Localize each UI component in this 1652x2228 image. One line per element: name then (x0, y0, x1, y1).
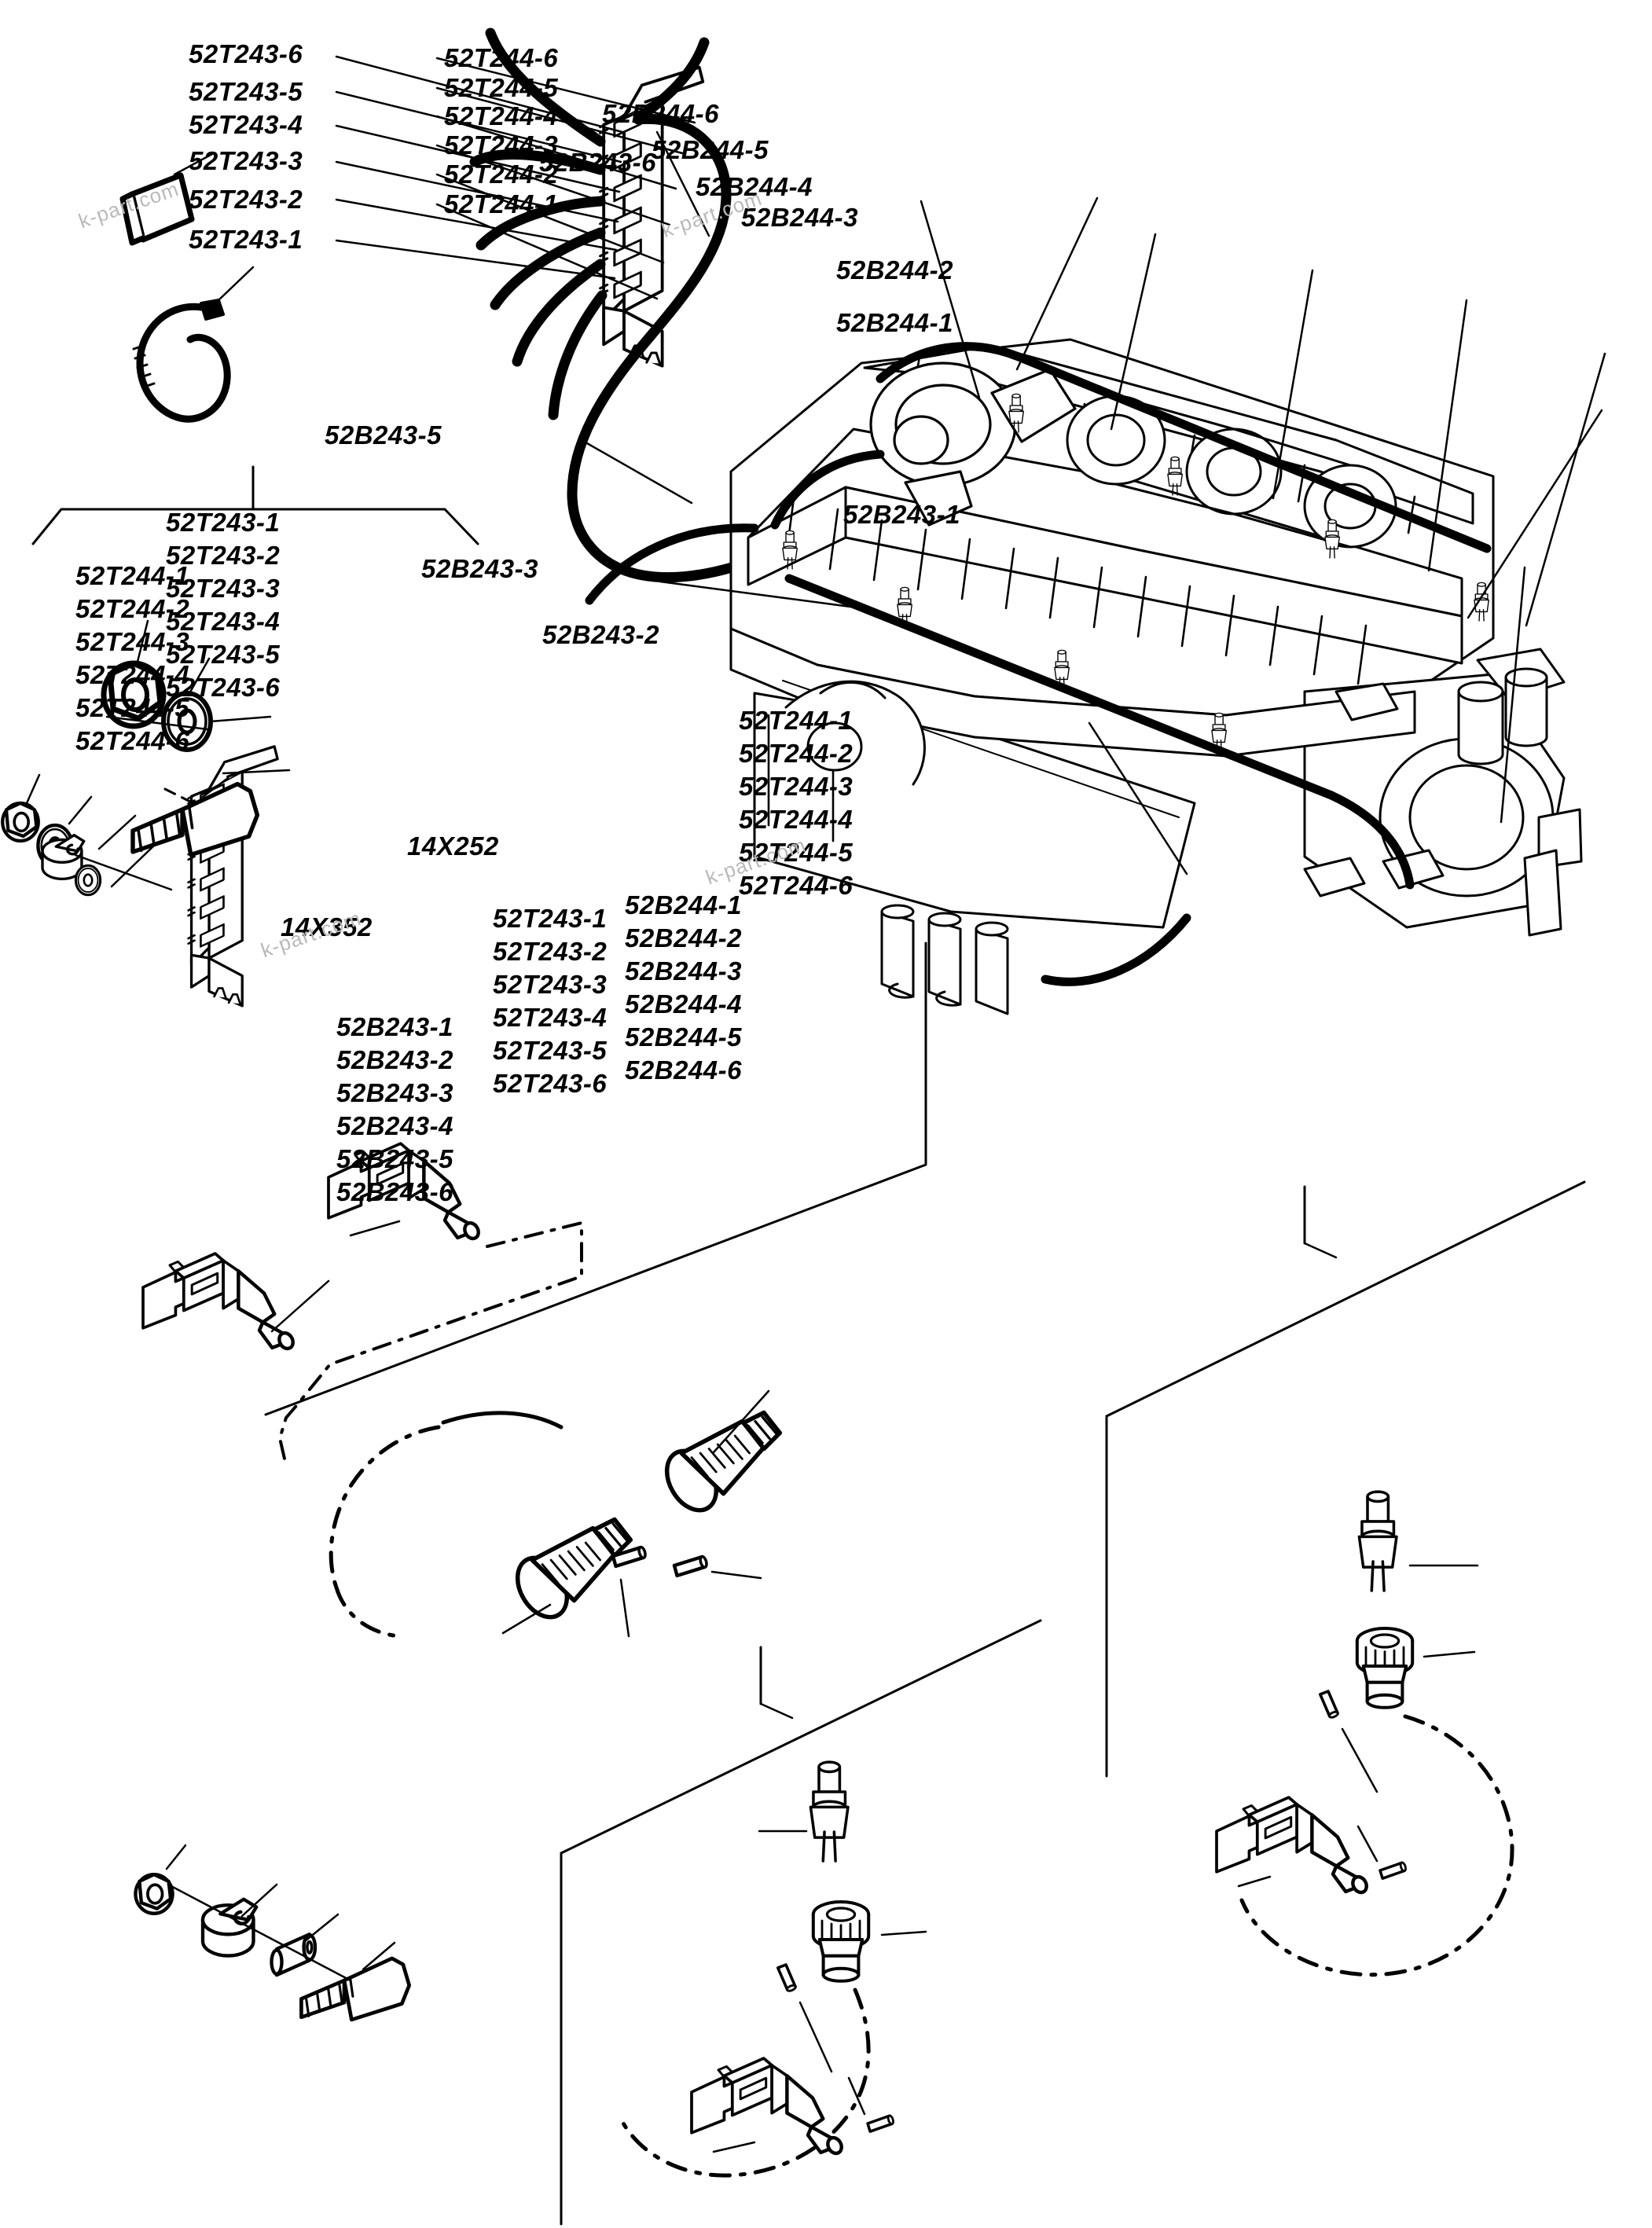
part-label-14x252: 14X252 (407, 831, 499, 861)
part-label: 52B243-3 (421, 554, 538, 583)
part-label: 52T244-1 (739, 706, 854, 735)
part-label: 52T243-1 (166, 508, 281, 537)
clamp-bolt-part (301, 1958, 409, 2020)
part-label: 52B243-3 (336, 1078, 453, 1107)
harness-dashed-bottom-right (1239, 1714, 1514, 1977)
marker-tag-icon (119, 172, 195, 246)
pin-bottom-right (1317, 1689, 1342, 1720)
part-label: 52T244-4 (444, 101, 559, 130)
part-label: 52T243-3 (493, 970, 608, 999)
group-bracket-left (31, 465, 479, 545)
part-label: 52B243-5 (336, 1144, 453, 1173)
part-label: 52T243-2 (166, 541, 281, 570)
plug-connector-bottom-mid (692, 2058, 844, 2156)
engine-harness-cable (585, 342, 1492, 986)
part-label: 52T243-5 (189, 77, 303, 106)
part-label: 52T244-1 (75, 561, 190, 590)
part-label: 52T244-2 (739, 739, 854, 768)
second-washer-part (74, 864, 102, 897)
label-stack-bottom-right-244b: 52B244-1 52B244-2 52B244-3 52B244-4 52B2… (625, 892, 742, 1090)
plug-connector-bottom-right (1217, 1797, 1369, 1895)
small-hexnut-part (2, 803, 39, 841)
sleeve-bottom-mid (865, 2111, 897, 2136)
label-stack-bottom-mid-243b: 52B243-1 52B243-2 52B243-3 52B243-4 52B2… (336, 1014, 453, 1212)
sensor-upper-bottom-mid (809, 1760, 850, 1863)
part-label: 52T244-6 (739, 871, 854, 900)
part-label: 52B243-5 (325, 420, 442, 450)
part-label: 52T244-6 (75, 726, 190, 755)
part-label: 52B244-5 (625, 1022, 742, 1052)
part-label: 52T243-3 (166, 574, 281, 603)
nut-fitting-bottom-mid (813, 1902, 868, 1981)
clamp-nut-part (135, 1874, 172, 1914)
contact-sleeve (673, 1552, 709, 1580)
part-label: 52B244-4 (625, 989, 742, 1019)
group-bracket-bottom-right (1105, 1180, 1586, 1778)
part-label: 52T243-5 (166, 640, 281, 669)
part-label: 52B244-4 (696, 172, 813, 201)
part-label: 52B244-2 (625, 923, 742, 952)
cable-tie-icon (132, 299, 231, 423)
part-label: 52B244-3 (625, 956, 742, 986)
part-label: 52B243-1 (843, 500, 960, 529)
part-label: 52T243-3 (189, 146, 303, 175)
sleeve-bottom-right (1378, 1858, 1409, 1883)
part-label: 52T244-5 (739, 838, 854, 867)
group-bracket-bottom-mid (560, 1619, 1042, 2226)
clamp-spacer-part (272, 1934, 315, 1975)
part-label: 52T243-4 (493, 1003, 608, 1032)
part-label: 52T244-5 (444, 73, 559, 102)
part-label: 52T243-6 (493, 1069, 608, 1098)
part-label: 52B244-1 (836, 308, 953, 337)
part-label: 52B244-2 (836, 255, 953, 284)
label-stack-mid-left-244: 52T244-1 52T244-2 52T244-3 52T244-4 52T2… (75, 563, 189, 761)
part-label: 52T243-4 (189, 110, 303, 139)
engine-assembly (729, 338, 1583, 1015)
part-label: 52T243-4 (166, 607, 281, 636)
part-label-14x352: 14X352 (281, 912, 373, 941)
part-label: 52T244-1 (444, 189, 559, 218)
part-label: 52T244-4 (75, 660, 190, 689)
part-label: 52T244-2 (75, 594, 190, 623)
nut-fitting-bottom-right (1357, 1628, 1412, 1708)
part-label: 52T243-2 (189, 185, 303, 214)
group-bracket-mid-left (264, 941, 927, 1416)
part-label: 52T244-4 (739, 805, 854, 834)
label-stack-bottom-right-244t: 52T244-1 52T244-2 52T244-3 52T244-4 52T2… (739, 707, 853, 905)
part-label: 52T244-3 (75, 627, 190, 656)
part-label: 52B243-2 (542, 620, 659, 649)
part-label: 52B243-1 (336, 1012, 453, 1041)
part-label: 52T243-6 (189, 39, 303, 68)
sensor-upper-bottom-right (1357, 1490, 1398, 1592)
part-label: 52B244-1 (625, 890, 742, 919)
part-label: 52T243-1 (493, 904, 608, 933)
part-label: 52T244-5 (75, 693, 190, 722)
part-label: 52T243-5 (493, 1036, 608, 1065)
threaded-connector-14x352 (508, 1520, 630, 1626)
label-stack-mid-left-243: 52T243-1 52T243-2 52T243-3 52T243-4 52T2… (166, 509, 280, 707)
part-label: 52T244-3 (739, 772, 854, 801)
part-label: 52T244-2 (444, 160, 559, 189)
part-label: 52B244-6 (602, 99, 719, 128)
part-label: 52B243-2 (336, 1045, 453, 1074)
part-label: 52B244-3 (741, 203, 858, 232)
part-label: 52B244-5 (652, 135, 769, 164)
plug-connector-lower (143, 1253, 296, 1351)
part-label: 52T243-2 (493, 937, 608, 966)
part-label: 52B243-6 (336, 1177, 453, 1206)
harness-dashed-bottom-mid (617, 1988, 871, 2178)
part-label: 52B243-4 (336, 1111, 453, 1140)
threaded-connector-14x252 (657, 1413, 780, 1519)
part-label: 52B244-6 (625, 1055, 742, 1085)
part-label: 52T244-6 (444, 43, 559, 72)
part-label: 52T244-3 (444, 130, 559, 160)
part-label: 52T243-1 (189, 225, 303, 254)
pin-bottom-mid (775, 1962, 799, 1994)
part-label: 52T243-6 (166, 673, 281, 702)
part-label: 52B243-6 (539, 148, 656, 177)
label-stack-bottom-mid-243t: 52T243-1 52T243-2 52T243-3 52T243-4 52T2… (493, 905, 607, 1103)
